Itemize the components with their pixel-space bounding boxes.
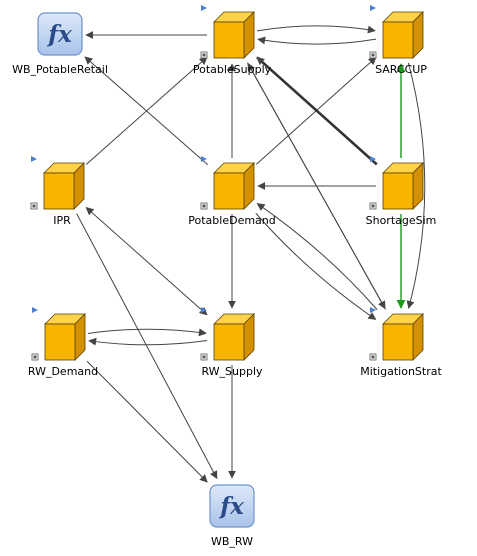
- edge-rw-demand-to-wb-rw[interactable]: [86, 360, 208, 483]
- expand-box-icon[interactable]: [200, 353, 208, 361]
- edges-layer: [76, 25, 426, 483]
- node-label: ShortageSim: [366, 214, 437, 227]
- cube-module-icon: [213, 313, 255, 361]
- node-label: RW_Demand: [28, 365, 98, 378]
- expand-box-icon[interactable]: [200, 51, 208, 59]
- expand-box-icon[interactable]: [200, 202, 208, 210]
- edge-rw-supply-to-rw-demand[interactable]: [88, 337, 208, 346]
- cube-module-icon: [382, 162, 424, 210]
- edge-rw-demand-to-rw-supply[interactable]: [87, 328, 207, 337]
- node-rw-supply[interactable]: RW_Supply: [200, 307, 263, 378]
- fx-function-icon: fx: [37, 12, 83, 56]
- node-label: RW_Supply: [201, 365, 263, 378]
- edge-ipr-to-wb-rw[interactable]: [76, 213, 218, 480]
- node-sarccup[interactable]: SARCCUP: [369, 5, 427, 76]
- cube-module-icon: [43, 162, 85, 210]
- node-label: IPR: [53, 214, 71, 227]
- node-potablesupply[interactable]: PotableSupply: [193, 5, 272, 76]
- cube-module-icon: [44, 313, 86, 361]
- node-ipr[interactable]: IPR: [30, 156, 85, 227]
- corner-marker-icon: [370, 156, 376, 162]
- cube-module-icon: [213, 11, 255, 59]
- node-label: SARCCUP: [375, 63, 427, 76]
- edge-potabledemand-to-mitigationstrat[interactable]: [255, 212, 377, 320]
- node-shortagesim[interactable]: ShortageSim: [366, 156, 437, 227]
- fx-symbol: fx: [46, 21, 72, 48]
- edge-shortagesim-to-potablesupply[interactable]: [256, 56, 378, 166]
- edge-mitigationstrat-to-potabledemand[interactable]: [256, 203, 378, 311]
- node-label: MitigationStrat: [360, 365, 442, 378]
- edge-mitigationstrat-to-potablesupply[interactable]: [247, 62, 386, 310]
- node-label: WB_PotableRetail: [12, 63, 108, 76]
- corner-marker-icon: [370, 307, 376, 313]
- corner-marker-icon: [201, 156, 207, 162]
- node-label: PotableDemand: [188, 214, 275, 227]
- cube-module-icon: [382, 313, 424, 361]
- expand-box-icon[interactable]: [369, 202, 377, 210]
- corner-marker-icon: [370, 5, 376, 11]
- expand-box-icon[interactable]: [369, 353, 377, 361]
- edge-potablesupply-to-sarccup[interactable]: [256, 25, 376, 34]
- node-rw-demand[interactable]: RW_Demand: [28, 307, 98, 378]
- fx-function-icon: fx: [209, 484, 255, 528]
- edge-ipr-to-rw-supply[interactable]: [85, 207, 208, 316]
- node-label: PotableSupply: [193, 63, 272, 76]
- corner-marker-icon: [32, 307, 38, 313]
- cube-module-icon: [213, 162, 255, 210]
- edge-sarccup-to-mitigationstrat[interactable]: [406, 62, 426, 309]
- cube-module-icon: [382, 11, 424, 59]
- expand-box-icon[interactable]: [369, 51, 377, 59]
- corner-marker-icon: [201, 5, 207, 11]
- corner-marker-icon: [31, 156, 37, 162]
- expand-box-icon[interactable]: [30, 202, 38, 210]
- edge-potabledemand-to-wb-potableretail[interactable]: [84, 56, 209, 166]
- edge-sarccup-to-potablesupply[interactable]: [257, 36, 377, 45]
- node-label: WB_RW: [211, 535, 253, 548]
- node-mitigationstrat[interactable]: MitigationStrat: [360, 307, 442, 378]
- corner-marker-icon: [201, 307, 207, 313]
- expand-box-icon[interactable]: [31, 353, 39, 361]
- node-potabledemand[interactable]: PotableDemand: [188, 156, 276, 227]
- fx-symbol: fx: [218, 493, 244, 520]
